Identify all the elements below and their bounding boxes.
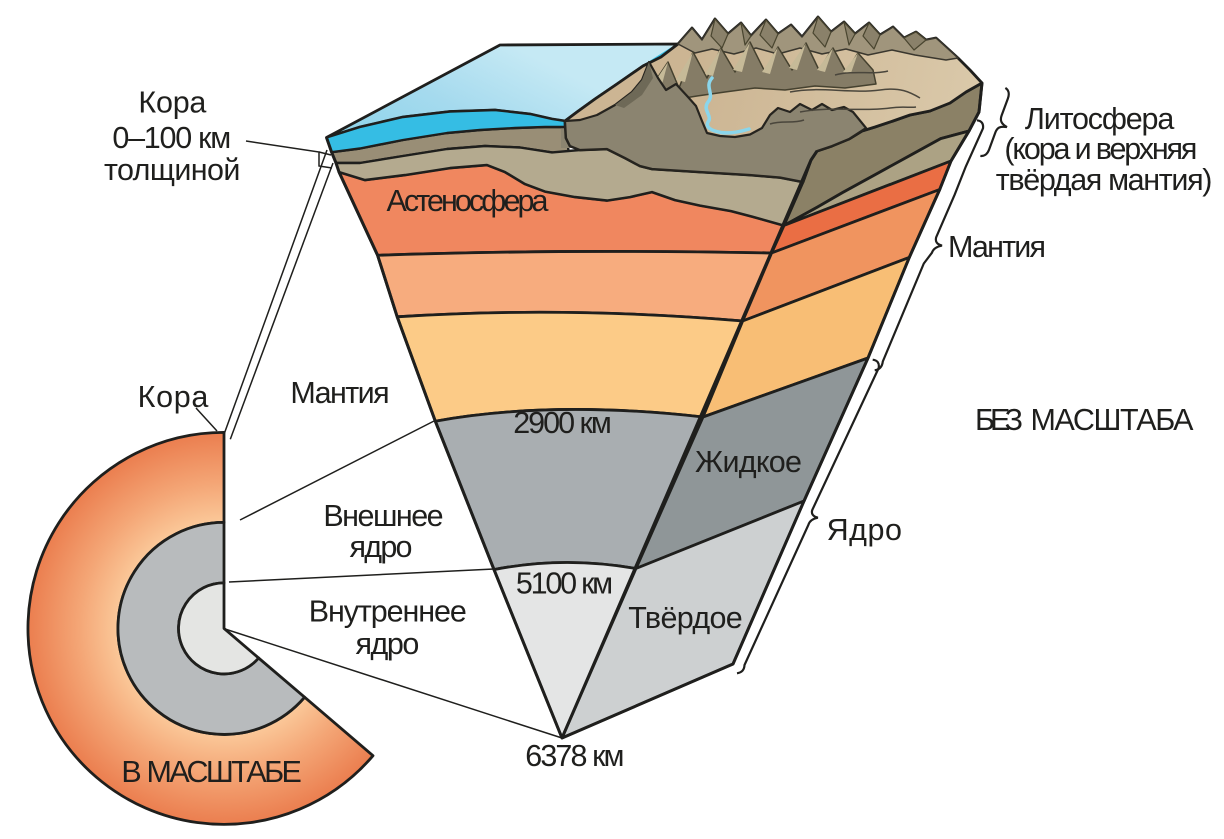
svg-text:ядро: ядро (350, 530, 413, 564)
svg-text:МАСШТАБА: МАСШТАБА (1031, 403, 1195, 437)
svg-text:Мантия: Мантия (290, 376, 389, 410)
svg-text:твёрдая мантия): твёрдая мантия) (996, 163, 1213, 197)
svg-text:2900 км: 2900 км (513, 406, 612, 440)
svg-text:Кора: Кора (138, 380, 209, 414)
svg-text:толщиной: толщиной (104, 153, 241, 187)
svg-text:ядро: ядро (356, 627, 420, 661)
svg-text:БЕЗ: БЕЗ (975, 403, 1023, 437)
svg-text:6378 км: 6378 км (525, 739, 624, 773)
svg-text:0–100 км: 0–100 км (112, 121, 231, 155)
svg-text:В: В (121, 755, 141, 789)
svg-text:МАСШТАБЕ: МАСШТАБЕ (147, 755, 302, 789)
svg-text:(кора и верхняя: (кора и верхняя (1004, 132, 1197, 166)
svg-text:Внешнее: Внешнее (323, 499, 443, 533)
svg-text:Мантия: Мантия (948, 230, 1046, 264)
svg-text:Жидкое: Жидкое (695, 445, 802, 479)
svg-text:Астеносфера: Астеносфера (387, 184, 549, 218)
svg-text:Литосфера: Литосфера (1025, 102, 1174, 136)
svg-text:Кора: Кора (138, 86, 206, 120)
svg-text:Твёрдое: Твёрдое (628, 601, 742, 635)
svg-text:Ядро: Ядро (827, 513, 902, 547)
svg-text:Внутреннее: Внутреннее (309, 595, 467, 629)
svg-text:5100 км: 5100 км (516, 567, 613, 601)
